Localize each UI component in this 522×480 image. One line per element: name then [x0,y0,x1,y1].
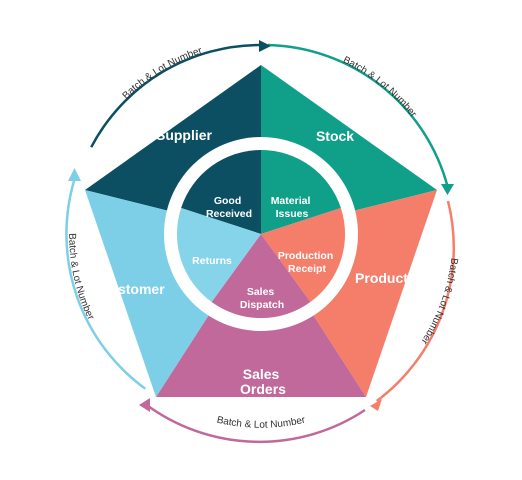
arrow-arc-right [375,200,456,403]
inner-segment-material-issues [261,149,341,234]
label-production-receipt-line1: Production [278,250,333,262]
label-stock: Stock [316,128,354,144]
arc-label-top-left-path: Batch & Lot Number [121,45,205,101]
label-sales-orders: Sales Orders [240,366,286,397]
label-material-issues-line1: Material [271,195,311,207]
label-material-issues-line2: Issues [276,208,309,220]
arrowhead-top [259,40,271,52]
arc-label-bottom-path: Batch & Lot Number [216,415,307,431]
arc-label-top-left: Batch & Lot Number [121,45,205,101]
label-sales-orders-line2: Orders [240,381,286,397]
arrow-arc-bottom [144,402,366,444]
inner-segment-good-received [181,150,261,234]
label-good-received-line1: Good [214,195,241,207]
inner-segment-production-receipt [261,208,346,302]
label-good-received: Good Received [206,195,252,220]
label-customer: Customer [99,281,165,297]
label-sales-dispatch-line2: Dispatch [240,299,284,311]
label-production-receipt: Production Receipt [278,250,336,275]
arc-label-top-right: Batch & Lot Number [341,55,419,120]
label-sales-dispatch-line1: Sales [247,286,275,298]
inner-segment-sales-dispatch [211,234,311,319]
label-sales-dispatch: Sales Dispatch [240,286,284,311]
arrowhead-top-right [441,184,454,195]
inner-segment-returns [176,208,261,302]
arc-label-left-path: Batch & Lot Number [66,233,96,322]
arrowhead-left [68,168,81,181]
arrow-arc-left [65,179,147,390]
label-supplier: Supplier [156,127,213,143]
arrowhead-right [370,399,382,411]
arc-label-top-right-path: Batch & Lot Number [341,55,419,120]
label-sales-orders-line1: Sales [243,366,280,382]
label-production: Production [355,270,429,286]
arc-label-bottom: Batch & Lot Number [216,415,307,431]
label-material-issues: Material Issues [271,195,314,220]
arrow-arc-top-right [267,43,449,188]
label-production-receipt-line2: Receipt [288,263,326,275]
label-returns: Returns [192,255,232,267]
label-good-received-line2: Received [206,208,252,220]
arrow-arc-top [90,43,263,148]
arc-label-left: Batch & Lot Number [66,233,96,322]
arrowhead-bottom [139,398,150,412]
